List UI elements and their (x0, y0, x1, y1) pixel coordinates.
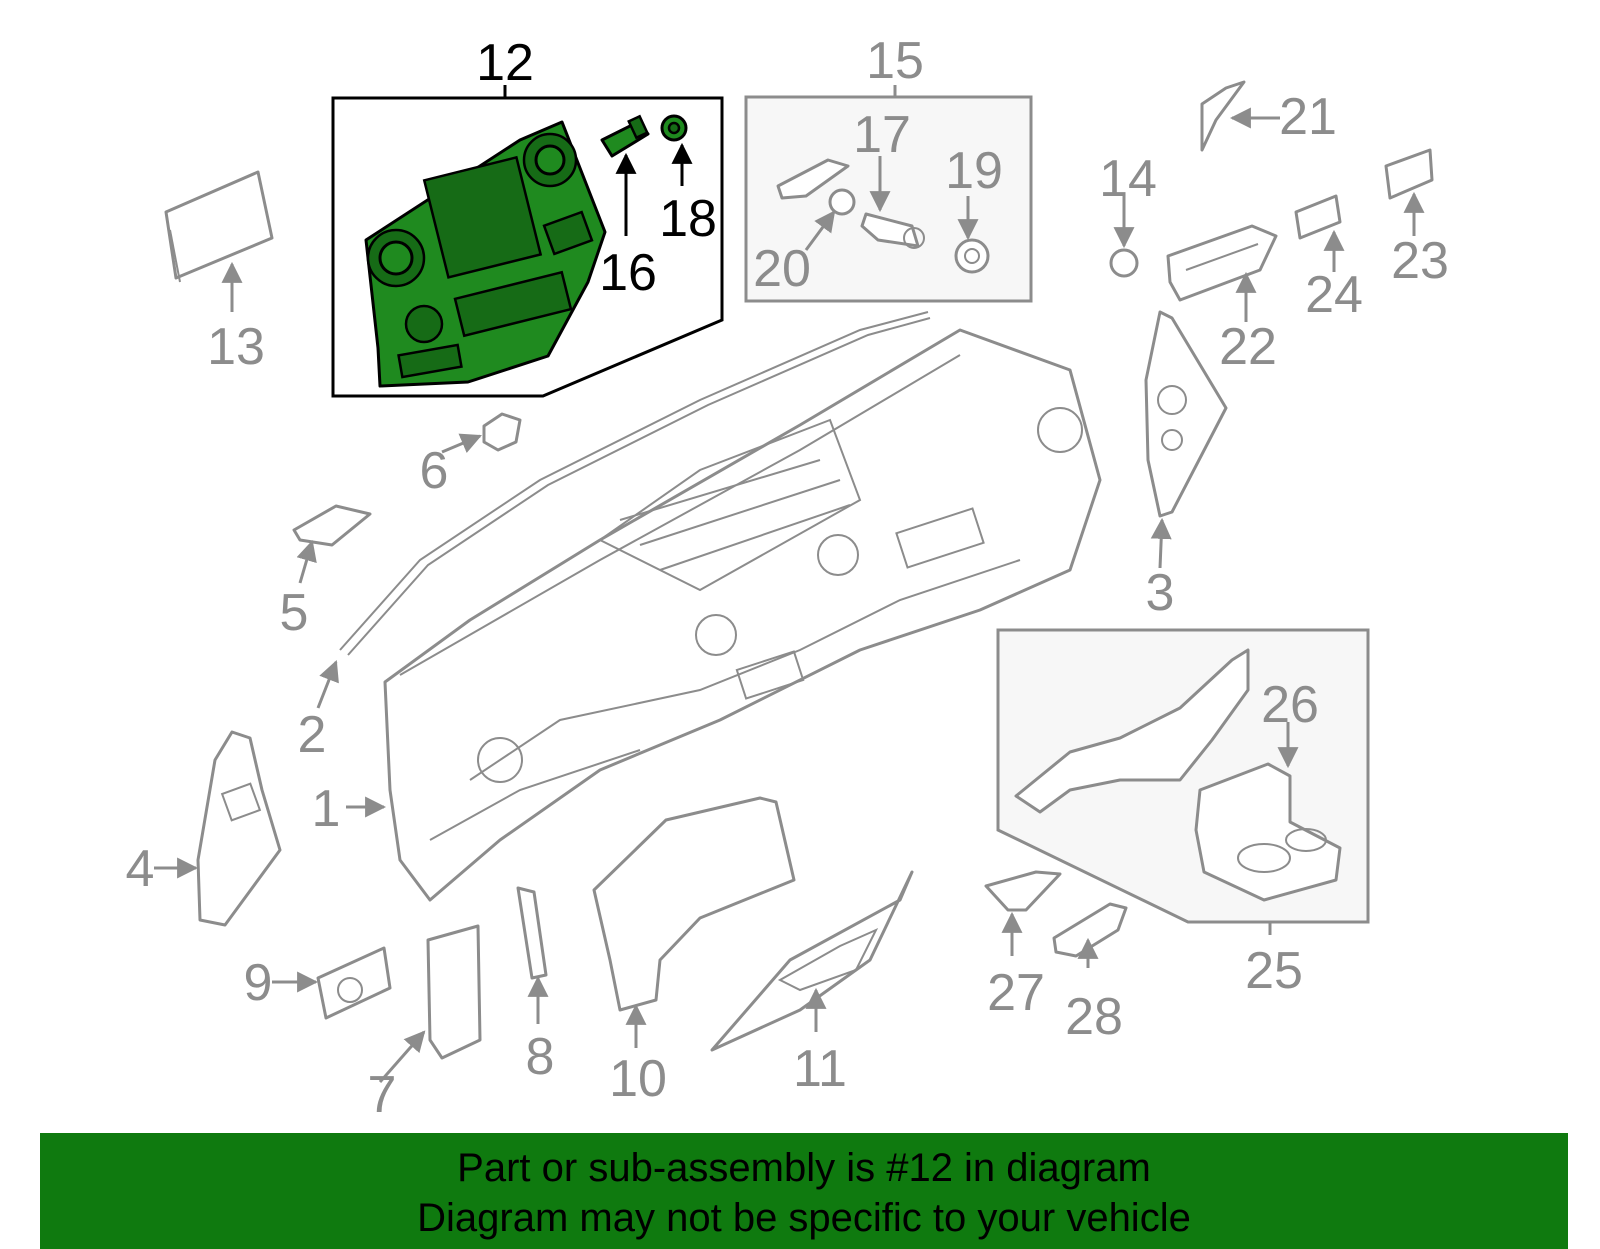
leader-arrows (154, 107, 1425, 1083)
callout-15: 15 (866, 32, 924, 90)
part-3-side-panel[interactable] (1144, 310, 1228, 518)
part-18-nut[interactable] (660, 114, 688, 142)
part-22-vent[interactable] (1166, 224, 1278, 302)
callout-16: 16 (599, 244, 657, 302)
callout-5: 5 (280, 584, 309, 642)
part-26-cup-holder[interactable] (1194, 762, 1342, 902)
callout-12: 12 (476, 34, 534, 92)
part-13-display[interactable] (164, 170, 274, 283)
part-25-console-trim[interactable] (1014, 648, 1250, 814)
part-23-vent[interactable] (1384, 148, 1434, 200)
callout-8: 8 (526, 1028, 555, 1086)
part-4-end-panel[interactable] (196, 730, 282, 927)
callout-28: 28 (1065, 988, 1123, 1046)
callout-14: 14 (1099, 150, 1157, 208)
part-6-clip[interactable] (482, 412, 522, 452)
part-21-bracket[interactable] (1200, 80, 1246, 152)
callout-23: 23 (1391, 232, 1449, 290)
part-1-dashboard[interactable] (383, 328, 1102, 902)
callout-1: 1 (312, 780, 341, 838)
part-5-vent-cover[interactable] (292, 504, 372, 547)
callout-24: 24 (1305, 266, 1363, 324)
callout-9: 9 (244, 954, 273, 1012)
callout-3: 3 (1146, 564, 1175, 622)
callout-26: 26 (1261, 676, 1319, 734)
callout-21: 21 (1279, 88, 1337, 146)
callout-7: 7 (368, 1066, 397, 1124)
part-17-plug[interactable] (860, 212, 925, 249)
banner-line-2: Diagram may not be specific to your vehi… (417, 1196, 1191, 1240)
callout-11: 11 (793, 1040, 847, 1098)
part-28-switch[interactable] (1052, 902, 1128, 958)
part-2-trim-strip-edge (347, 317, 931, 656)
part-11-glove-box[interactable] (710, 870, 914, 1052)
part-27-trim[interactable] (984, 870, 1062, 912)
part-14-knob[interactable] (1109, 248, 1139, 278)
callout-19: 19 (945, 142, 1003, 200)
callout-27: 27 (987, 964, 1045, 1022)
callout-18: 18 (659, 190, 717, 248)
banner-line-1: Part or sub-assembly is #12 in diagram (457, 1146, 1151, 1190)
part-12-panel[interactable] (364, 120, 607, 388)
part-7-trim[interactable] (426, 924, 482, 1060)
callout-10: 10 (609, 1050, 667, 1108)
part-20-ring[interactable] (828, 188, 856, 216)
part-24-vent[interactable] (1294, 194, 1342, 240)
callout-13: 13 (207, 318, 265, 376)
callout-20: 20 (753, 240, 811, 298)
callout-25: 25 (1245, 942, 1303, 1000)
part-9-switch-bezel[interactable] (316, 946, 392, 1020)
callout-17: 17 (853, 106, 911, 164)
callout-22: 22 (1219, 318, 1277, 376)
part-8-trim[interactable] (516, 886, 548, 980)
part-15-bezel[interactable] (776, 158, 850, 200)
part-16-clip[interactable] (600, 114, 650, 158)
part-2-trim-strip[interactable] (339, 311, 929, 651)
part-19-cap[interactable] (954, 238, 990, 274)
part-10-lower-panel[interactable] (592, 796, 796, 1012)
callout-2: 2 (298, 706, 327, 764)
info-banner: Part or sub-assembly is #12 in diagram D… (40, 1133, 1568, 1249)
callout-6: 6 (420, 442, 449, 500)
callout-4: 4 (126, 840, 155, 898)
